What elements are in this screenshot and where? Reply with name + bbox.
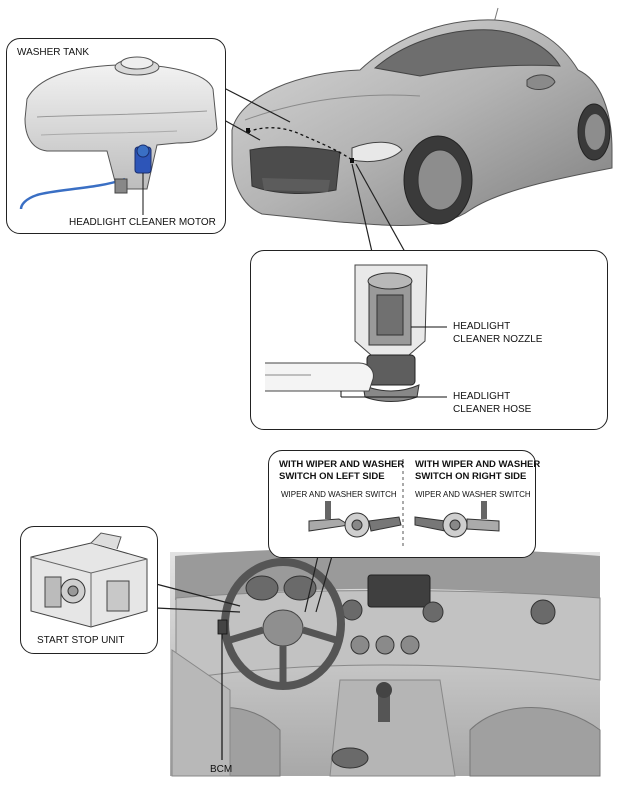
left-side-heading-line2: SWITCH ON LEFT SIDE (279, 471, 385, 482)
nozzle-callout-lines (351, 163, 406, 253)
headlight-cleaner-nozzle-label-line1: HEADLIGHT (453, 321, 511, 332)
washer-tank-callout-lines (223, 87, 291, 141)
right-side-heading-line2: SWITCH ON RIGHT SIDE (415, 471, 527, 482)
left-side-heading-line1: WITH WIPER AND WASHER (279, 459, 405, 470)
start-stop-unit-panel: START STOP UNIT (20, 526, 158, 654)
wiper-washer-switch-label-left: WIPER AND WASHER SWITCH (281, 490, 397, 499)
headlight-cleaner-hose-label-line2: CLEANER HOSE (453, 404, 532, 415)
car-interior (170, 547, 601, 777)
washer-tank-illustration (19, 56, 218, 215)
start-stop-unit-label: START STOP UNIT (37, 635, 125, 646)
bcm-label: BCM (210, 764, 233, 775)
wiper-washer-switch-label-right: WIPER AND WASHER SWITCH (415, 490, 531, 499)
right-side-heading-line1: WITH WIPER AND WASHER (415, 459, 541, 470)
headlight-cleaner-nozzle-panel: HEADLIGHT CLEANER NOZZLE HEADLIGHT CLEAN… (250, 250, 608, 430)
nozzle-illustration (265, 264, 447, 402)
wiper-washer-switch-panel: WITH WIPER AND WASHER SWITCH ON LEFT SID… (268, 450, 540, 558)
wiper-switch-illustration (308, 459, 500, 549)
wiper-switch-callout-lines (304, 555, 333, 613)
washer-tank-label: WASHER TANK (17, 47, 90, 58)
start-stop-unit-illustration (30, 532, 148, 628)
headlight-cleaner-nozzle-label-line2: CLEANER NOZZLE (453, 334, 543, 345)
headlight-cleaner-hose-label-line1: HEADLIGHT (453, 391, 511, 402)
start-stop-callout-lines (155, 583, 241, 613)
washer-tank-panel: WASHER TANK HEADLIGHT CLEANER MOTOR (6, 38, 226, 234)
headlight-cleaner-motor-label: HEADLIGHT CLEANER MOTOR (69, 217, 216, 228)
car-exterior (231, 7, 613, 226)
